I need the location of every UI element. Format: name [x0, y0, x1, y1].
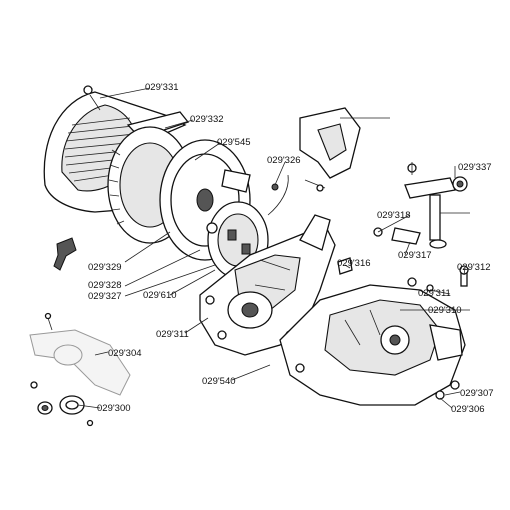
- label-029329: 029'329: [88, 262, 122, 273]
- label-029307: 029'307: [460, 388, 494, 399]
- label-029316: 029'316: [337, 258, 371, 269]
- label-029306: 029'306: [451, 404, 485, 415]
- label-029318: 029'318: [377, 210, 411, 221]
- label-029310: 029'310: [428, 305, 462, 316]
- stator-plate: [206, 174, 289, 279]
- label-029332: 029'332: [190, 114, 224, 125]
- kickstart-assembly: [373, 162, 468, 249]
- intake-manifold: [29, 312, 131, 396]
- label-029304: 029'304: [108, 348, 142, 359]
- label-029317: 029'317: [398, 250, 432, 261]
- label-029328: 029'328: [88, 280, 122, 291]
- label-029610: 029'610: [143, 290, 177, 301]
- label-029300: 029'300: [97, 403, 131, 414]
- gearbox-cover: [279, 284, 466, 406]
- small-fittings: [337, 257, 469, 292]
- label-029540: 029'540: [202, 376, 236, 387]
- gasket-washers: [30, 381, 94, 427]
- label-029311-right: 029'311: [418, 288, 451, 299]
- small-bracket: [53, 237, 77, 271]
- label-029545: 029'545: [217, 137, 251, 148]
- label-029312: 029'312: [457, 262, 491, 273]
- label-029327: 029'327: [88, 291, 122, 302]
- part-labels: 029'331 029'332 029'545 029'326 029'337 …: [88, 82, 494, 415]
- label-029337: 029'337: [458, 162, 492, 173]
- mount-bracket: [271, 107, 361, 192]
- label-029331: 029'331: [145, 82, 179, 93]
- leader-lines: [77, 87, 470, 409]
- label-029326: 029'326: [267, 155, 301, 166]
- label-029311-left: 029'311: [156, 329, 189, 340]
